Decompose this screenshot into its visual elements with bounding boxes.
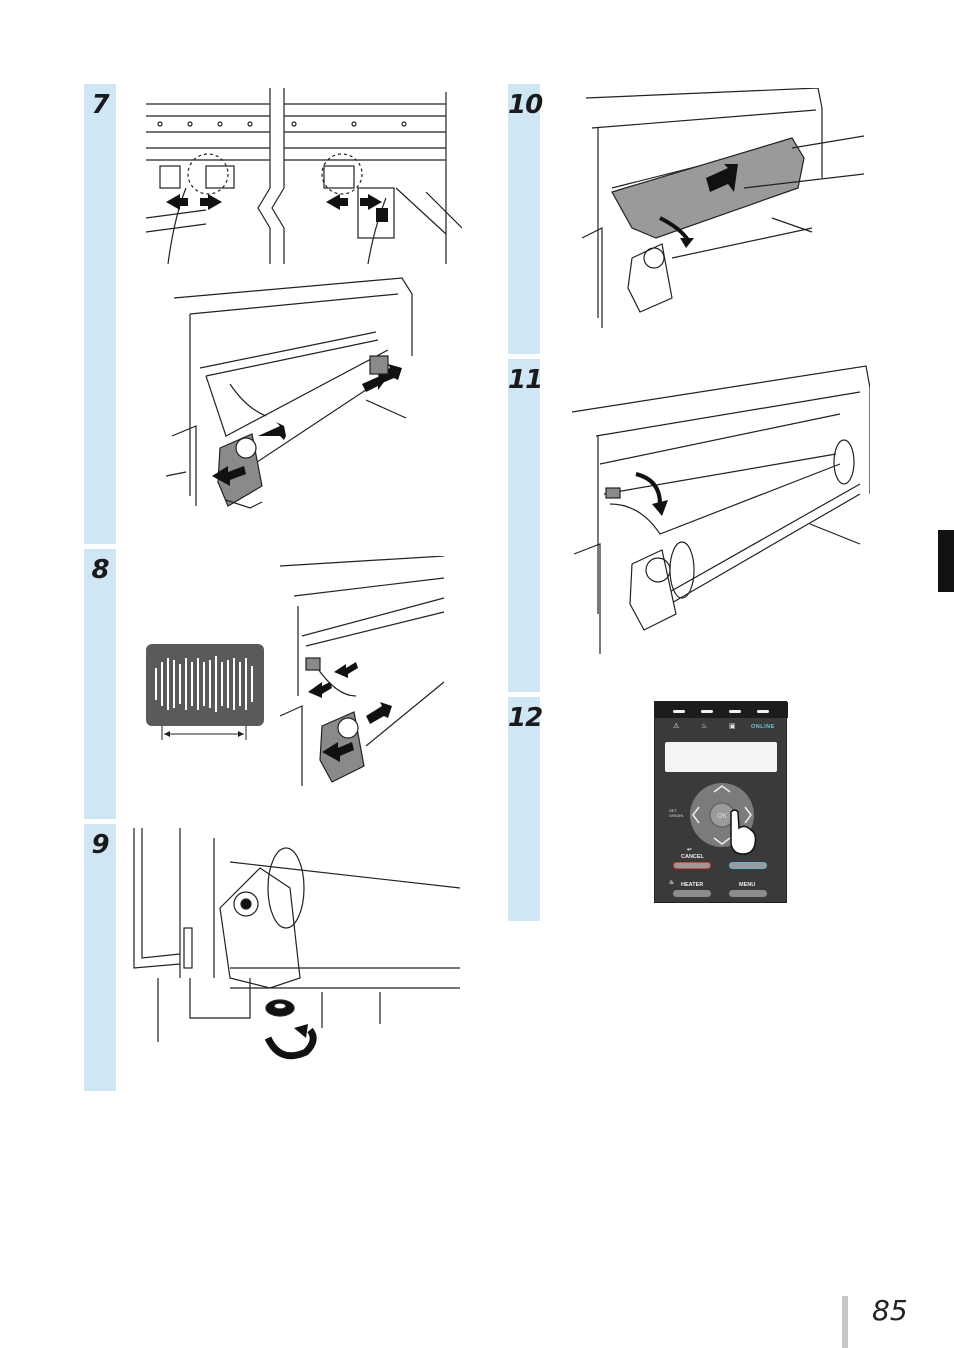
step-number: 7 (84, 90, 116, 120)
status-led (757, 710, 769, 713)
step-number: 11 (508, 365, 540, 395)
page-number-rule (842, 1296, 848, 1348)
back-arrow-icon: ↩ (687, 847, 692, 853)
pointing-hand-icon (725, 808, 759, 856)
step7-holder-illustration (166, 276, 418, 524)
step-bar-10: 10 (508, 84, 540, 354)
enter-button[interactable] (729, 862, 767, 869)
step7-rail-illustration (146, 88, 462, 264)
status-led (701, 710, 713, 713)
step-bar-7: 7 (84, 84, 116, 544)
step-bar-12: 12 (508, 697, 540, 921)
page-number: 85 (872, 1294, 932, 1327)
status-led (729, 710, 741, 713)
ink-indicator-icon: ▣ (729, 722, 736, 730)
online-indicator: ONLINE (751, 724, 775, 730)
step-bar-11: 11 (508, 359, 540, 692)
cancel-label: CANCEL (681, 854, 704, 860)
status-led (673, 710, 685, 713)
heater-indicator-icon: ♨ (701, 722, 707, 730)
cancel-button[interactable] (673, 862, 711, 869)
heater-icon: ♨ (669, 880, 674, 886)
step8-holder-illustration (276, 556, 448, 800)
step10-media-illustration (572, 88, 864, 336)
control-panel: ⚠ ♨ ▣ ONLINE SET ORIGIN OK ↩ CANCEL ♨ HE… (654, 701, 787, 903)
step11-roll-illustration (570, 364, 870, 674)
step9-knob-illustration (130, 828, 462, 1074)
step-bar-9: 9 (84, 824, 116, 1091)
menu-button[interactable] (729, 890, 767, 897)
set-origin-label: SET ORIGIN (669, 808, 683, 818)
menu-label: MENU (739, 882, 755, 888)
warning-icon: ⚠ (673, 722, 679, 730)
step-number: 10 (508, 90, 540, 120)
lcd-display (665, 742, 777, 772)
step-number: 12 (508, 703, 540, 733)
step-number: 8 (84, 555, 116, 585)
step-bar-8: 8 (84, 549, 116, 819)
step-number: 9 (84, 830, 116, 860)
heater-button[interactable] (673, 890, 711, 897)
chapter-tab (938, 530, 954, 592)
heater-label: HEATER (681, 882, 703, 888)
step8-width-gauge (146, 644, 266, 744)
